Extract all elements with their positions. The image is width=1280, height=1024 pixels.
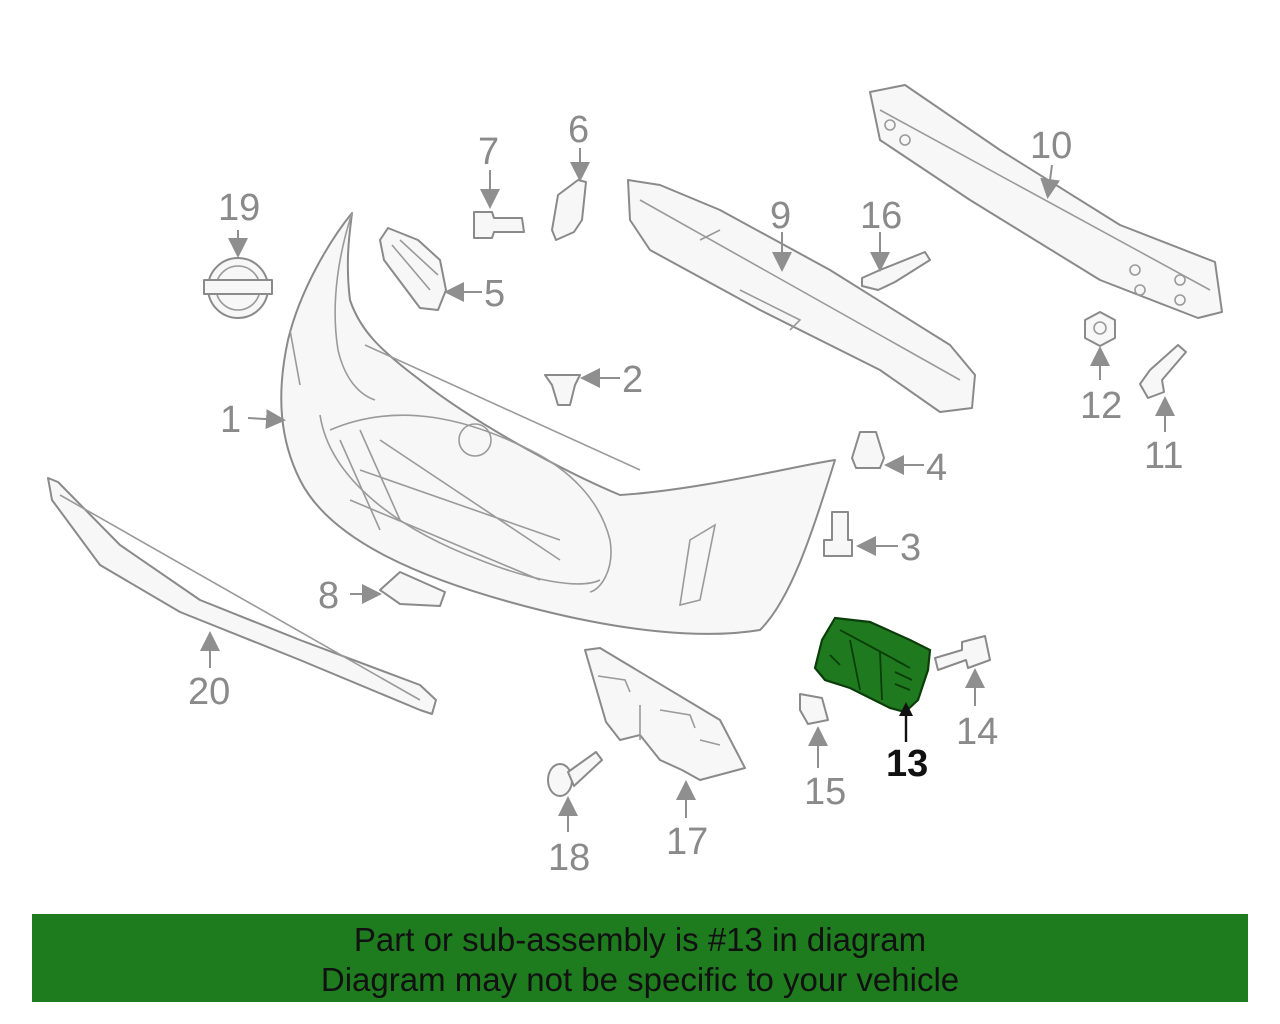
callout-2: 2 bbox=[622, 359, 643, 401]
corner-bracket-part-6 bbox=[551, 148, 590, 241]
callout-14: 14 bbox=[956, 711, 998, 753]
callout-6: 6 bbox=[568, 109, 589, 151]
callout-20: 20 bbox=[188, 671, 230, 713]
bolt-part-3 bbox=[823, 511, 898, 557]
reinforcement-bar-part bbox=[869, 84, 1223, 319]
callout-1: 1 bbox=[220, 399, 241, 441]
info-banner: Part or sub-assembly is #13 in diagram D… bbox=[32, 914, 1248, 1002]
emblem-part bbox=[203, 230, 273, 319]
callout-15: 15 bbox=[804, 771, 846, 813]
bumper-fascia-part bbox=[247, 212, 836, 635]
bolt-part-7 bbox=[473, 170, 525, 239]
callout-7: 7 bbox=[478, 131, 499, 173]
splash-shield-part bbox=[584, 647, 746, 818]
callout-18: 18 bbox=[548, 837, 590, 879]
side-bracket-part-5 bbox=[379, 227, 482, 311]
bolt-part-14 bbox=[934, 635, 991, 706]
callout-5: 5 bbox=[484, 273, 505, 315]
lower-spoiler-part bbox=[47, 477, 437, 715]
push-rivet-part bbox=[547, 751, 603, 832]
callout-12: 12 bbox=[1080, 385, 1122, 427]
parts-diagram: 1 2 3 4 5 6 7 8 bbox=[47, 84, 1223, 879]
energy-absorber-part bbox=[627, 179, 976, 413]
clip-nut-part bbox=[851, 431, 924, 475]
callout-8: 8 bbox=[318, 575, 339, 617]
callout-3: 3 bbox=[900, 527, 921, 569]
banner-line-1: Part or sub-assembly is #13 in diagram bbox=[353, 921, 927, 958]
callout-17: 17 bbox=[666, 821, 708, 863]
callout-10: 10 bbox=[1030, 125, 1072, 167]
highlighted-bracket-part-13 bbox=[813, 616, 932, 742]
small-bracket-part-8 bbox=[350, 571, 446, 607]
push-clip-part bbox=[544, 368, 620, 406]
banner-line-2: Diagram may not be specific to your vehi… bbox=[320, 961, 960, 998]
callout-19: 19 bbox=[218, 187, 260, 229]
callout-4: 4 bbox=[926, 447, 947, 489]
callout-13: 13 bbox=[886, 743, 928, 785]
callout-11: 11 bbox=[1144, 435, 1183, 477]
bolt-part-11 bbox=[1139, 344, 1187, 432]
speed-clip-part bbox=[799, 693, 829, 768]
callout-9: 9 bbox=[770, 195, 791, 237]
tow-hook-bracket-part bbox=[861, 232, 931, 291]
nut-part bbox=[1084, 311, 1116, 380]
callout-16: 16 bbox=[860, 195, 902, 237]
